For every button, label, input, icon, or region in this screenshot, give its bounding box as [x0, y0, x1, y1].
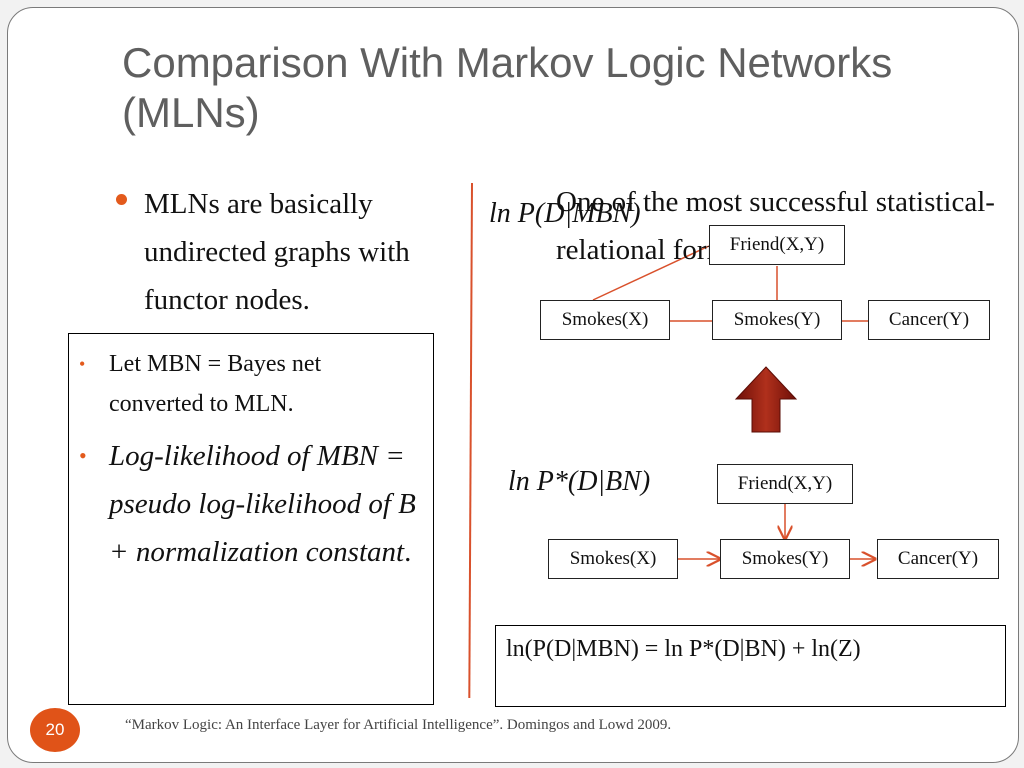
mln-node-smokes-y: Smokes(Y) [712, 300, 842, 340]
mln-node-cancer: Cancer(Y) [868, 300, 990, 340]
citation-footnote: “Markov Logic: An Interface Layer for Ar… [125, 717, 672, 733]
bn-label: ln P*(D|BN) [508, 466, 651, 497]
note-item-2-period: . [404, 536, 412, 568]
main-bullet-text: MLNs are basically undirected graphs wit… [144, 188, 410, 316]
bullet-dot-icon: • [79, 443, 87, 468]
bn-node-smokes-y: Smokes(Y) [720, 539, 850, 579]
mln-edge-friend-smokes-x [592, 245, 710, 301]
equation-box: ln(P(D|MBN) = ln P*(D|BN) + ln(Z) [495, 625, 1006, 707]
up-arrow-icon [734, 366, 798, 433]
slide-title: Comparison With Markov Logic Networks (M… [122, 39, 893, 136]
page-number-badge: 20 [30, 708, 80, 752]
note-item-2: • Log-likelihood of MBN = pseudo log-lik… [79, 432, 419, 576]
bn-node-friend: Friend(X,Y) [717, 464, 853, 504]
slide: Comparison With Markov Logic Networks (M… [7, 7, 1019, 763]
mln-node-friend: Friend(X,Y) [709, 225, 845, 265]
main-bullet: MLNs are basically undirected graphs wit… [116, 180, 456, 324]
note-item-1: • Let MBN = Bayes net converted to MLN. [79, 344, 419, 424]
bullet-dot-icon [116, 194, 127, 205]
bn-node-cancer: Cancer(Y) [877, 539, 999, 579]
note-item-2-text: Log-likelihood of MBN = pseudo log-likel… [109, 432, 419, 576]
mbn-note-box: • Let MBN = Bayes net converted to MLN. … [68, 333, 434, 705]
graph-links [592, 245, 1018, 762]
bullet-dot-icon: • [79, 354, 86, 374]
mln-label: ln P(D|MBN) [489, 198, 641, 229]
mln-node-smokes-x: Smokes(X) [540, 300, 670, 340]
note-item-2-italic: Log-likelihood of MBN = pseudo log-likel… [109, 440, 416, 568]
note-item-1-text: Let MBN = Bayes net converted to MLN. [109, 351, 322, 417]
bn-node-smokes-x: Smokes(X) [548, 539, 678, 579]
